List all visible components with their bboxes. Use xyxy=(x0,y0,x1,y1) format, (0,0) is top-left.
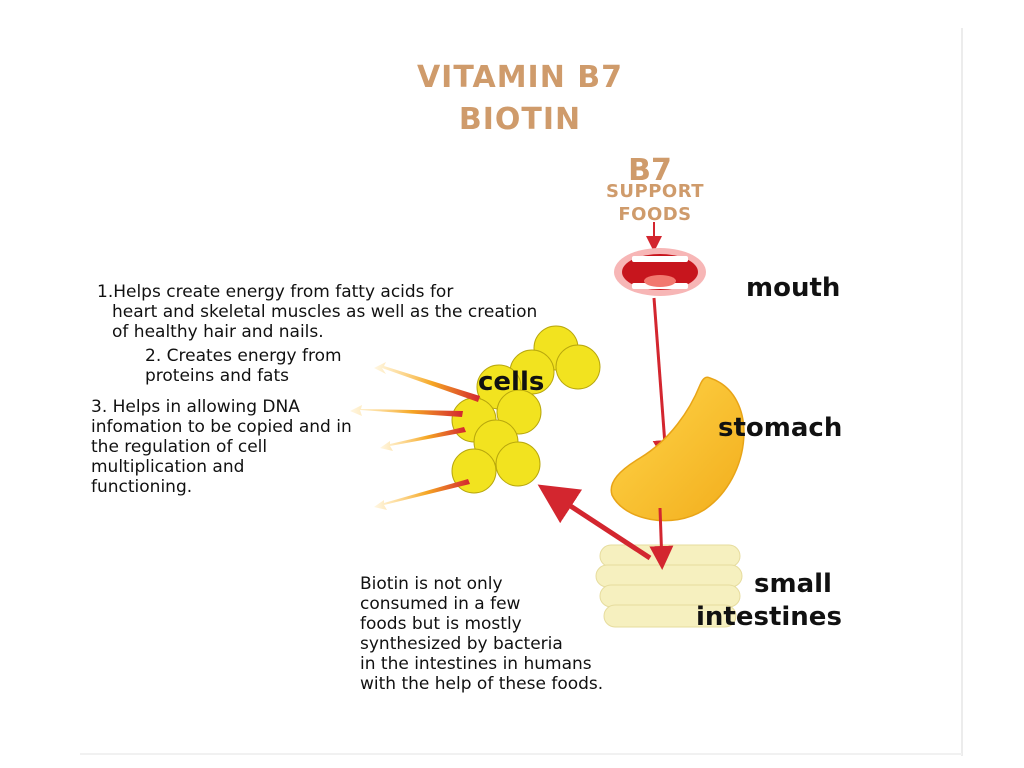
function-3-line-3: the regulation of cell xyxy=(91,437,268,457)
function-2-line-2: proteins and fats xyxy=(145,366,290,386)
function-1-text: 1.Helps create energy from fatty acids f… xyxy=(97,282,657,342)
function-2-text: 2. Creates energy from proteins and fats xyxy=(145,346,425,386)
note-line-5: in the intestines in humans xyxy=(360,654,592,674)
support-foods-label: SUPPORT FOODS xyxy=(580,180,730,226)
function-3-line-1: 3. Helps in allowing DNA xyxy=(91,397,300,417)
mouth-to-stomach-arrow xyxy=(652,297,677,464)
cells-cluster-icon xyxy=(451,325,601,494)
function-3-line-5: functioning. xyxy=(91,477,193,497)
function-2-line-1: 2. Creates energy from xyxy=(145,346,342,366)
function-3-line-4: multiplication and xyxy=(91,457,245,477)
mouth-icon xyxy=(614,248,706,296)
pointer-arrow-3 xyxy=(380,427,466,451)
support-label-line-1: SUPPORT xyxy=(605,181,705,202)
pointer-arrow-2 xyxy=(350,405,463,417)
pointer-arrow-4 xyxy=(374,479,470,510)
stomach-icon xyxy=(610,376,745,522)
note-line-1: Biotin is not only xyxy=(360,574,503,594)
note-line-6: with the help of these foods. xyxy=(360,674,604,694)
frame-edge-right xyxy=(961,28,963,756)
cells-label: cells xyxy=(478,367,545,397)
b7-label: B7 xyxy=(628,153,672,188)
biotin-note-text: Biotin is not only consumed in a few foo… xyxy=(360,574,680,694)
function-1-line-2: heart and skeletal muscles as well as th… xyxy=(112,302,538,322)
function-3-line-2: infomation to be copied and in xyxy=(91,417,352,437)
function-pointer-arrows xyxy=(350,362,480,510)
note-line-2: consumed in a few xyxy=(360,594,521,614)
note-line-4: synthesized by bacteria xyxy=(360,634,563,654)
function-3-text: 3. Helps in allowing DNA infomation to b… xyxy=(91,397,411,497)
title-line-2: BIOTIN xyxy=(458,102,582,137)
intestines-label: intestines xyxy=(696,602,842,632)
pointer-arrow-1 xyxy=(374,362,480,402)
title-line-1: VITAMIN B7 xyxy=(416,60,624,95)
function-1-line-1: 1.Helps create energy from fatty acids f… xyxy=(97,282,454,302)
stomach-label: stomach xyxy=(718,413,843,443)
frame-edge-bottom xyxy=(80,753,962,755)
note-line-3: foods but is mostly xyxy=(360,614,522,634)
function-1-line-3: of healthy hair and nails. xyxy=(112,322,324,342)
mouth-label: mouth xyxy=(746,273,841,303)
stomach-to-intestines-arrow xyxy=(649,507,674,570)
intestines-to-cells-arrow xyxy=(537,484,652,561)
support-label-line-2: FOODS xyxy=(618,204,692,225)
small-label: small xyxy=(754,569,832,599)
